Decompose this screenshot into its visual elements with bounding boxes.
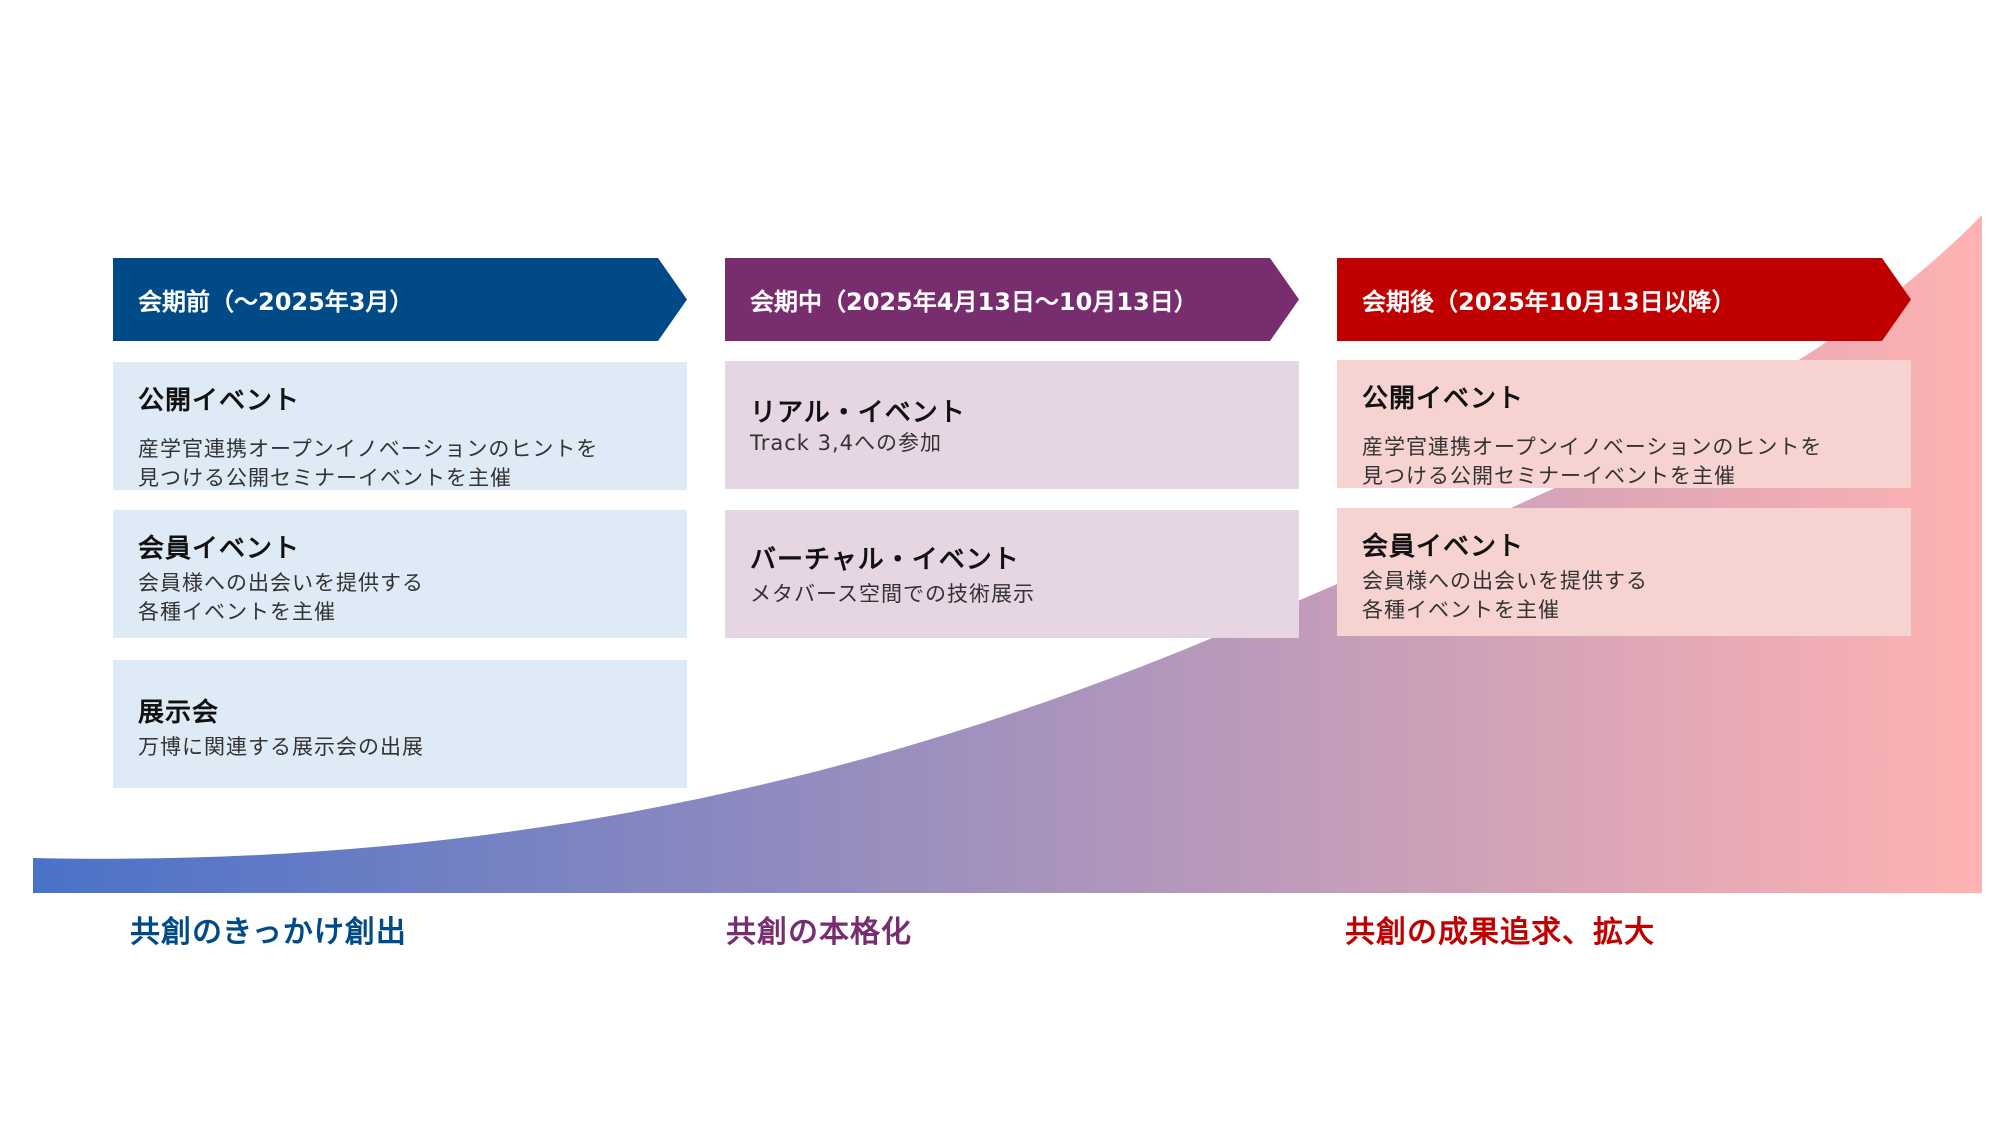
box-desc-line-1: 会員様への出会いを提供する (138, 571, 424, 595)
box-title: 会員イベント (1362, 532, 1525, 562)
box-desc-line-2: 見つける公開セミナーイベントを主催 (138, 466, 512, 490)
box-desc-line-1: メタバース空間での技術展示 (750, 582, 1035, 606)
box-desc-line-2: 見つける公開セミナーイベントを主催 (1362, 464, 1736, 488)
after-public-event-box: 公開イベント 産学官連携オープンイノベーションのヒントを 見つける公開セミナーイ… (1337, 360, 1911, 488)
label-before: 共創のきっかけ創出 (130, 915, 407, 950)
box-desc-line-2: 各種イベントを主催 (1362, 598, 1560, 622)
box-desc-line-1: 産学官連携オープンイノベーションのヒントを (1362, 435, 1823, 459)
growth-curve-area (33, 215, 1982, 893)
box-desc-line-1: 万博に関連する展示会の出展 (138, 735, 424, 759)
before-member-event-box: 会員イベント 会員様への出会いを提供する 各種イベントを主催 (113, 510, 687, 638)
box-title: リアル・イベント (750, 398, 966, 428)
during-virtual-event-box: バーチャル・イベント メタバース空間での技術展示 (725, 510, 1299, 638)
box-title: 会員イベント (138, 534, 301, 564)
phase-before-title: 会期前（～2025年3月） (138, 288, 414, 316)
during-real-event-box: リアル・イベント Track 3,4への参加 (725, 361, 1299, 489)
before-public-event-box: 公開イベント 産学官連携オープンイノベーションのヒントを 見つける公開セミナーイ… (113, 362, 687, 490)
label-after: 共創の成果追求、拡大 (1345, 915, 1655, 950)
box-desc-line-1: 産学官連携オープンイノベーションのヒントを (138, 437, 599, 461)
phase-after-title: 会期後（2025年10月13日以降） (1362, 288, 1736, 316)
box-desc-line-1: Track 3,4への参加 (750, 431, 943, 455)
box-desc-line-2: 各種イベントを主催 (138, 600, 336, 624)
phase-during-title: 会期中（2025年4月13日～10月13日） (750, 288, 1198, 316)
label-during: 共創の本格化 (726, 915, 912, 950)
after-member-event-box: 会員イベント 会員様への出会いを提供する 各種イベントを主催 (1337, 508, 1911, 636)
phase-after-header: 会期後（2025年10月13日以降） (1337, 258, 1911, 341)
box-title: 公開イベント (138, 386, 301, 416)
box-title: 展示会 (138, 698, 220, 728)
box-title: 公開イベント (1362, 384, 1525, 414)
before-exhibition-box: 展示会 万博に関連する展示会の出展 (113, 660, 687, 788)
box-desc-line-1: 会員様への出会いを提供する (1362, 569, 1648, 593)
phase-during-header: 会期中（2025年4月13日～10月13日） (725, 258, 1299, 341)
phase-before-header: 会期前（～2025年3月） (113, 258, 687, 341)
box-title: バーチャル・イベント (750, 545, 1020, 575)
